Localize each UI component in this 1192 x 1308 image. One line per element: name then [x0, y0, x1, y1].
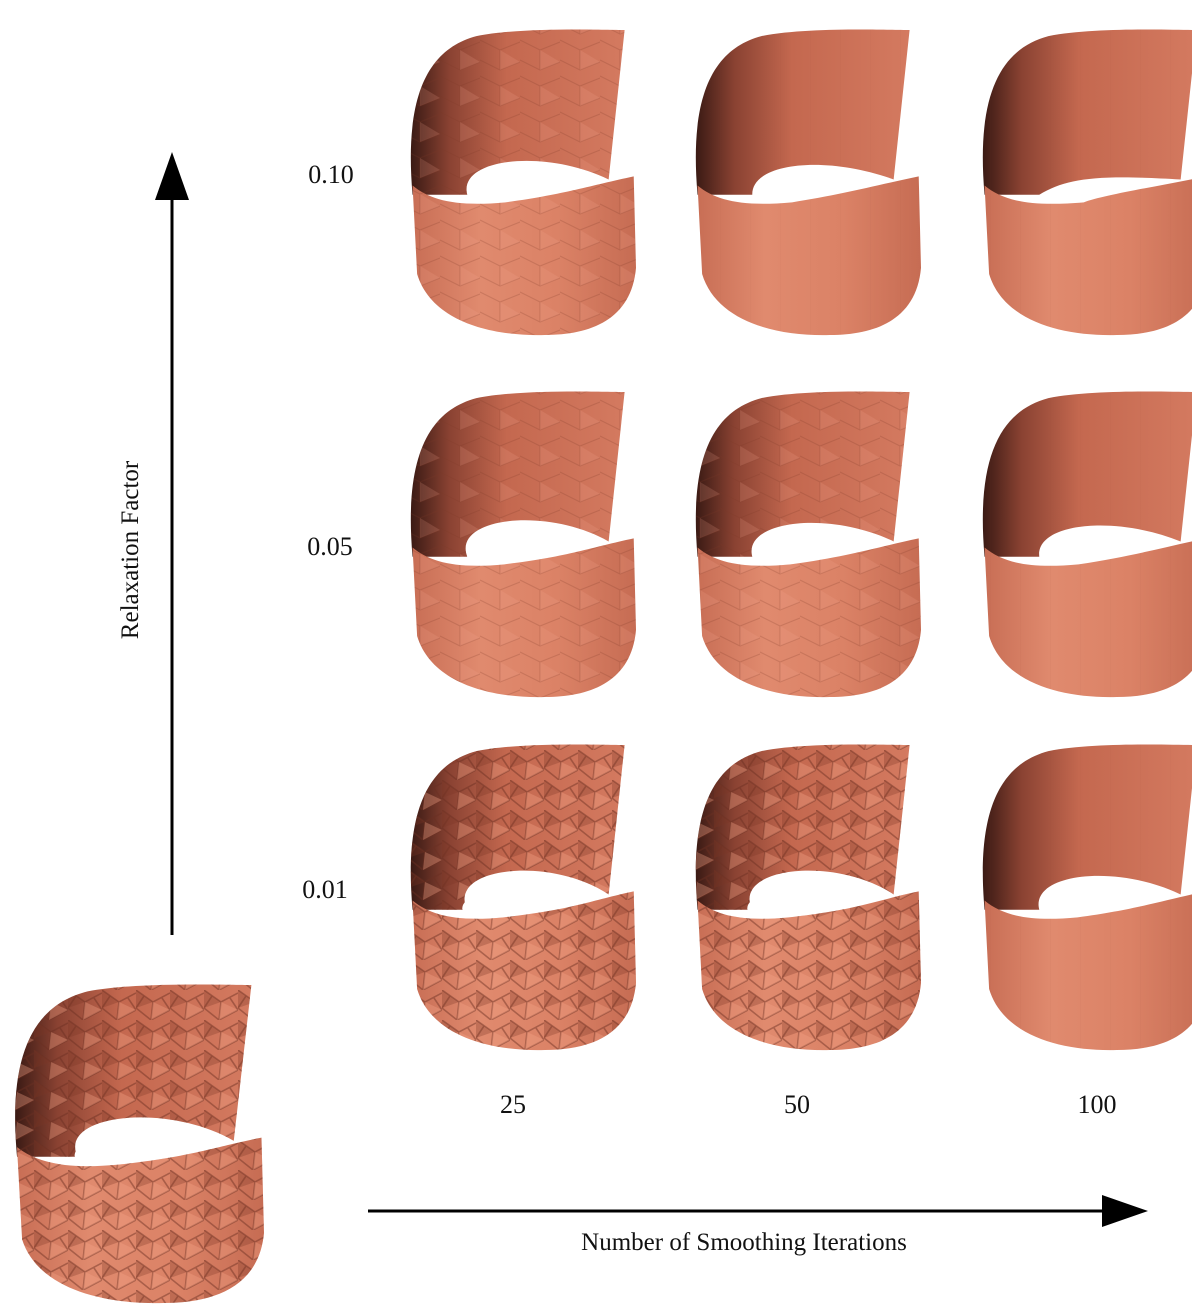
- surface-r0-05-i100: [983, 392, 1192, 698]
- column-label-50: 50: [784, 1090, 810, 1119]
- vertical-axis-title: Relaxation Factor: [117, 460, 144, 639]
- row-label-0-05: 0.05: [307, 532, 353, 561]
- row-label-0-10: 0.10: [308, 160, 354, 189]
- surface-r0-05-i50: [696, 392, 921, 698]
- surface-grid: [15, 30, 1192, 1304]
- surface-r0-01-i25: [411, 745, 636, 1051]
- surface-r0-05-i25: [411, 392, 636, 698]
- surface-r0-10-i50: [696, 30, 921, 336]
- row-label-0-01: 0.01: [302, 875, 348, 904]
- original-noisy-surface: [15, 984, 264, 1303]
- horizontal-axis-arrow: [368, 1195, 1148, 1227]
- surface-r0-10-i100: [983, 30, 1192, 336]
- column-label-25: 25: [500, 1090, 526, 1119]
- vertical-axis-arrow: [155, 152, 189, 935]
- surface-r0-01-i100: [983, 745, 1192, 1051]
- surface-r0-01-i50: [696, 745, 921, 1051]
- surface-r0-10-i25: [411, 30, 636, 336]
- horizontal-axis-title: Number of Smoothing Iterations: [581, 1229, 907, 1256]
- column-label-100: 100: [1078, 1090, 1117, 1119]
